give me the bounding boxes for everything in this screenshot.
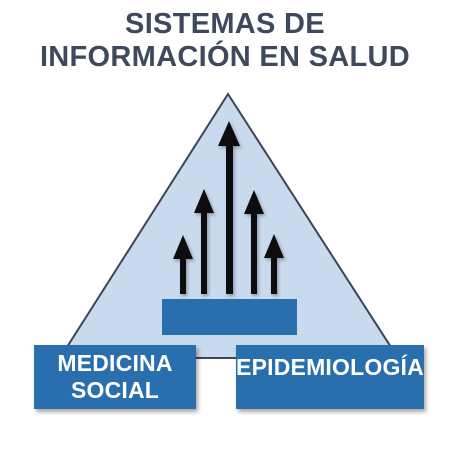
arrow-right: [244, 190, 264, 294]
base-block: [162, 299, 297, 335]
arrows-group: [173, 121, 284, 294]
arrow-left: [194, 189, 214, 294]
title-line-2: INFORMACIÓN EN SALUD: [39, 41, 411, 73]
arrow-far-right: [264, 234, 284, 294]
medicina-social-box: MEDICINA SOCIAL: [34, 345, 196, 409]
epidemiologia-box: EPIDEMIOLOGÍA: [236, 345, 424, 409]
medicina-social-line-2: SOCIAL: [70, 377, 160, 403]
arrow-center: [218, 121, 240, 294]
arrow-far-left: [173, 235, 193, 294]
epidemiologia-label: EPIDEMIOLOGÍA: [236, 354, 424, 380]
medicina-social-line-1: MEDICINA: [57, 350, 173, 376]
title-line-1: SISTEMAS DE: [125, 8, 325, 40]
